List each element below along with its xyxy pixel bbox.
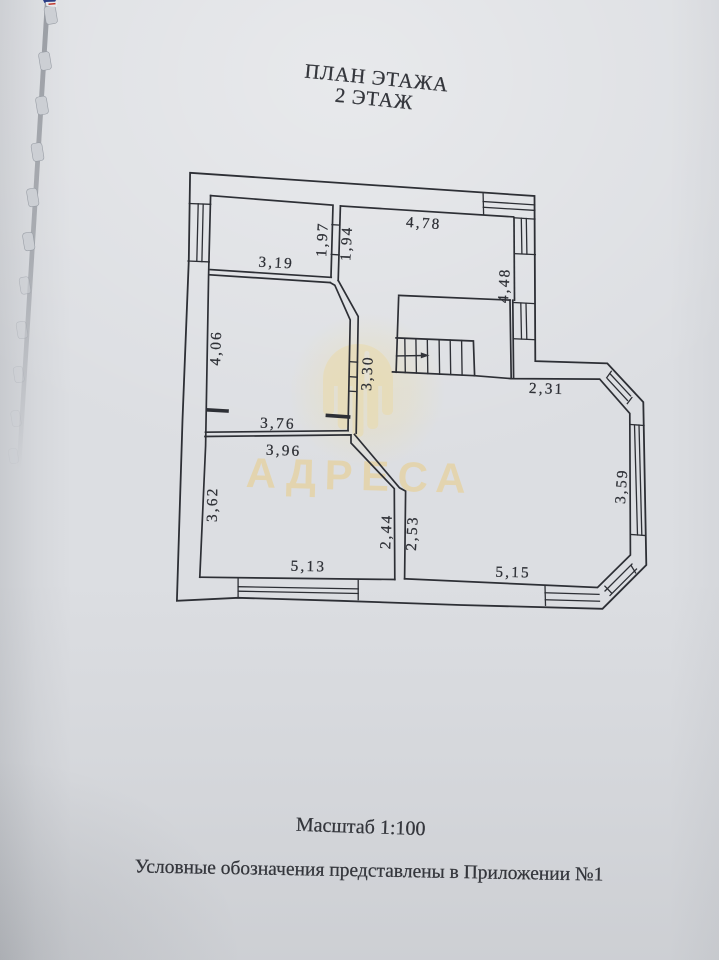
svg-text:5,13: 5,13 [290,558,326,576]
svg-text:3,59: 3,59 [612,468,631,505]
svg-text:3,30: 3,30 [358,355,377,391]
svg-text:1,94: 1,94 [337,225,356,261]
svg-text:АДРЕСА: АДРЕСА [245,449,475,502]
svg-text:2,31: 2,31 [529,380,565,398]
svg-text:4,06: 4,06 [207,330,225,366]
svg-text:4,78: 4,78 [405,214,442,233]
svg-text:3,96: 3,96 [266,442,302,460]
svg-text:Масштаб 1:100: Масштаб 1:100 [296,814,426,841]
svg-text:3,62: 3,62 [204,486,222,522]
svg-text:3,76: 3,76 [260,415,296,433]
svg-text:5,15: 5,15 [495,564,531,582]
svg-text:Условные обозначения представл: Условные обозначения представлены в Прил… [135,856,604,885]
svg-text:4,48: 4,48 [495,267,514,303]
svg-text:1,97: 1,97 [313,221,332,257]
svg-text:3,19: 3,19 [258,254,294,273]
svg-text:2,44: 2,44 [377,513,396,549]
svg-text:2,53: 2,53 [403,515,422,551]
